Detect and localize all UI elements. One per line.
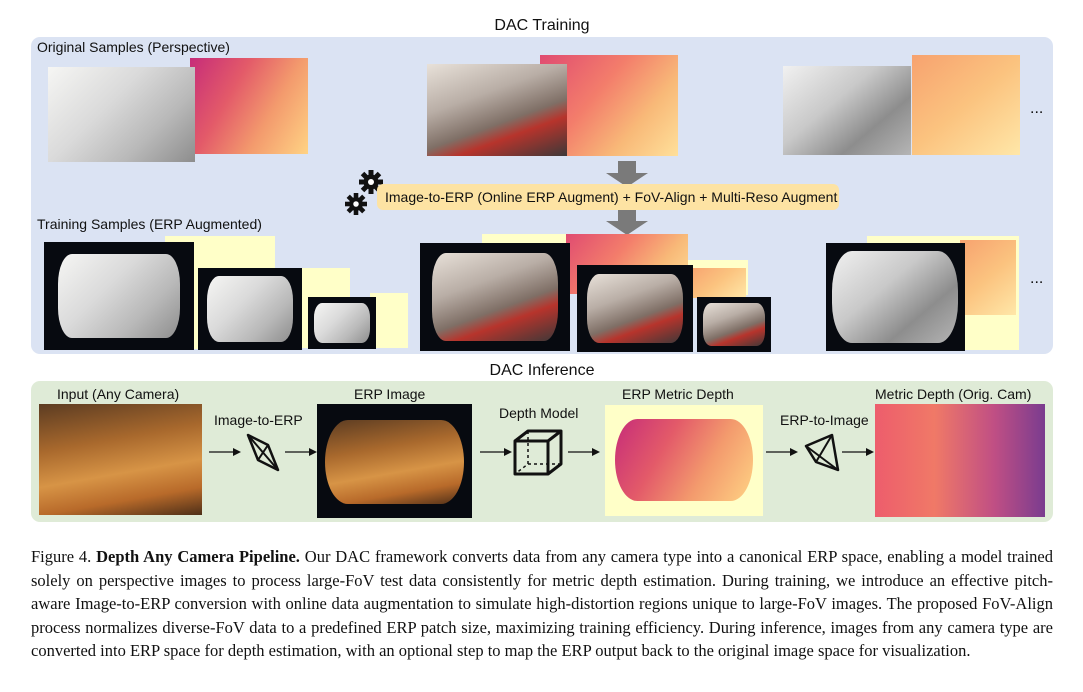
photo-original-1 <box>48 67 195 162</box>
erp-depth-3 <box>960 240 1016 315</box>
erp-depth-bg-1c <box>370 293 408 348</box>
erp-metric-depth-label: ERP Metric Depth <box>622 386 734 402</box>
right-arrow-icon <box>285 448 317 456</box>
caption-body: Our DAC framework converts data from any… <box>31 547 1053 661</box>
right-arrow-icon <box>209 448 241 456</box>
erp-to-image-label: ERP-to-Image <box>780 412 869 428</box>
input-image <box>39 404 202 515</box>
down-arrow-icon <box>606 161 648 187</box>
erp-depth-2b <box>688 268 746 298</box>
erp-metric-depth <box>605 405 763 516</box>
depth-map-original-1 <box>190 58 308 154</box>
erp-sample-2-large <box>420 243 570 351</box>
erp-sample-2-medium <box>577 265 693 352</box>
caption-figure-number: Figure 4. <box>31 547 92 566</box>
metric-depth-image <box>875 404 1045 517</box>
right-arrow-icon <box>568 448 600 456</box>
right-arrow-icon <box>766 448 798 456</box>
training-samples-label: Training Samples (ERP Augmented) <box>37 216 262 232</box>
photo-original-3 <box>783 66 911 155</box>
erp-image <box>317 404 472 518</box>
depth-model-label: Depth Model <box>499 405 579 421</box>
caption-title: Depth Any Camera Pipeline. <box>96 547 300 566</box>
metric-depth-label: Metric Depth (Orig. Cam) <box>875 386 1032 402</box>
photo-original-2 <box>427 64 567 156</box>
erp-sample-2-small <box>697 297 771 352</box>
input-label: Input (Any Camera) <box>57 386 180 402</box>
gear-icon <box>359 170 383 194</box>
original-samples-label: Original Samples (Perspective) <box>37 39 230 55</box>
erp-sample-1-large <box>44 242 194 350</box>
ellipsis-bottom: ... <box>1030 270 1044 287</box>
erp-sample-1-medium <box>198 268 302 350</box>
inference-title: DAC Inference <box>489 362 595 379</box>
gear-icon <box>345 193 367 215</box>
down-arrow-icon <box>606 209 648 235</box>
projection-icon <box>246 433 280 472</box>
erp-image-label: ERP Image <box>354 386 426 402</box>
augmentation-steps-box: Image-to-ERP (Online ERP Augment) + FoV-… <box>377 184 839 210</box>
erp-sample-3 <box>826 243 965 351</box>
figure-caption: Figure 4. Depth Any Camera Pipeline. Our… <box>31 545 1053 663</box>
depth-map-original-3 <box>912 55 1020 155</box>
projection-icon <box>804 433 840 472</box>
training-title: DAC Training <box>494 17 590 34</box>
right-arrow-icon <box>480 448 512 456</box>
erp-sample-1-small <box>308 297 376 349</box>
image-to-erp-label: Image-to-ERP <box>214 412 303 428</box>
cube-icon <box>513 429 563 476</box>
ellipsis-top: ... <box>1030 100 1044 117</box>
right-arrow-icon <box>842 448 874 456</box>
